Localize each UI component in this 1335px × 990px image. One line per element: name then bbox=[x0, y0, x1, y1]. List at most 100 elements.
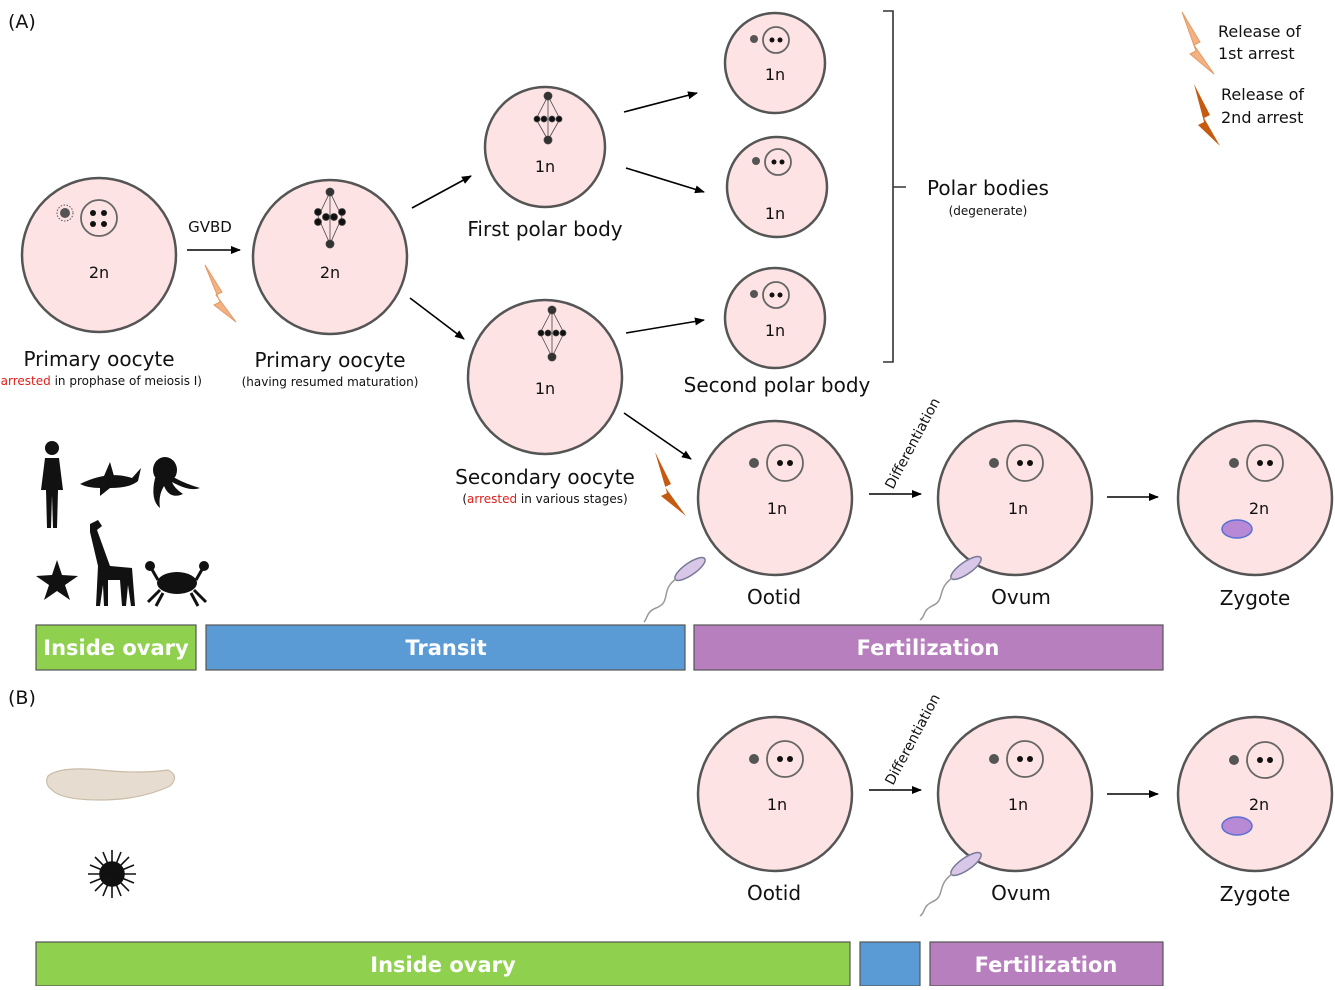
zygote-a: 2n bbox=[1176, 419, 1334, 577]
secondary-oocyte: 1n bbox=[466, 298, 624, 456]
second-arrest-release-bolt-icon bbox=[655, 452, 686, 516]
polar-bodies-sublabel: (degenerate) bbox=[949, 204, 1028, 218]
centrosome-icon bbox=[1229, 755, 1239, 765]
ploidy-label: 1n bbox=[765, 204, 785, 223]
crab-icon bbox=[145, 561, 209, 607]
primary-oocyte-sublabel: (arrested in prophase of meiosis I) bbox=[0, 374, 202, 388]
ploidy-label: 1n bbox=[765, 65, 785, 84]
ploidy-label: 1n bbox=[535, 157, 555, 176]
ploidy-label: 2n bbox=[1249, 795, 1269, 814]
centrosome-icon bbox=[750, 290, 758, 298]
centrosome-icon bbox=[989, 754, 999, 764]
bar-transit-a-label: Transit bbox=[405, 636, 486, 660]
ovum-a: 1n bbox=[936, 419, 1094, 577]
giraffe-icon bbox=[90, 520, 135, 606]
ovum-b: 1n bbox=[936, 715, 1094, 873]
secondary-oocyte-label: Secondary oocyte bbox=[455, 465, 635, 489]
zygote-b-label: Zygote bbox=[1220, 882, 1291, 906]
zygote-nucleus bbox=[1221, 816, 1253, 836]
sea-urchin-icon bbox=[88, 850, 136, 898]
bar-transit-a bbox=[205, 624, 686, 671]
centrosome-icon bbox=[749, 458, 759, 468]
zygote-label: Zygote bbox=[1220, 586, 1291, 610]
legend-light-bolt-icon bbox=[1181, 11, 1215, 75]
bar-fertilization-a bbox=[693, 624, 1164, 671]
panel-a-label: (A) bbox=[8, 11, 36, 33]
polar-bodies-label: Polar bodies bbox=[927, 176, 1049, 200]
arrow-to-first-polar bbox=[411, 175, 472, 209]
ootid-a: 1n bbox=[696, 419, 854, 577]
ploidy-label: 1n bbox=[1008, 499, 1028, 518]
legend: Release of 1st arrest Release of 2nd arr… bbox=[1181, 11, 1304, 146]
sea-cucumber-icon bbox=[46, 768, 176, 801]
polar-bodies-bracket bbox=[883, 10, 906, 363]
stage-bars-a: Inside ovary Transit Fertilization bbox=[35, 624, 1164, 671]
ootid-label: Ootid bbox=[747, 585, 801, 609]
bar-inside-ovary-a-label: Inside ovary bbox=[43, 636, 189, 660]
arrow-to-secondary bbox=[409, 297, 465, 340]
bar-inside-ovary-a bbox=[35, 624, 197, 671]
arrow-to-polar-1 bbox=[623, 91, 698, 113]
legend-first-line-2: 1st arrest bbox=[1218, 44, 1295, 63]
ovum-b-label: Ovum bbox=[991, 881, 1051, 905]
gvbd-label: GVBD bbox=[188, 218, 232, 236]
differentiation-label-b: Differentiation bbox=[882, 692, 943, 788]
legend-second-line-2: 2nd arrest bbox=[1221, 108, 1303, 127]
centrosome-icon bbox=[989, 458, 999, 468]
centrosome-icon bbox=[1229, 458, 1239, 468]
centrosome-icon bbox=[749, 754, 759, 764]
human-icon bbox=[41, 441, 63, 528]
arrow-to-polar-2 bbox=[625, 167, 705, 194]
spindle-icon bbox=[533, 91, 563, 145]
bar-fertilization-b-label: Fertilization bbox=[975, 953, 1118, 977]
bar-transit-b bbox=[859, 941, 921, 987]
starfish-icon bbox=[36, 560, 78, 600]
arrow-to-polar-3 bbox=[625, 317, 705, 334]
ploidy-label: 1n bbox=[1008, 795, 1028, 814]
spindle-icon bbox=[537, 305, 567, 362]
polar-body-1: 1n bbox=[723, 11, 827, 115]
differentiation-label-a: Differentiation bbox=[882, 396, 943, 492]
arrow-to-ootid bbox=[623, 412, 692, 460]
polar-body-2: 1n bbox=[725, 135, 829, 239]
ploidy-label: 2n bbox=[89, 263, 109, 282]
ploidy-label: 1n bbox=[535, 379, 555, 398]
centrosome-icon bbox=[752, 157, 760, 165]
ootid-b: 1n bbox=[696, 715, 854, 873]
legend-second-line-1: Release of bbox=[1221, 85, 1304, 104]
bar-inside-ovary-b-label: Inside ovary bbox=[370, 953, 516, 977]
first-polar-body: 1n bbox=[483, 85, 607, 209]
first-arrest-release-bolt-icon bbox=[204, 264, 237, 323]
primary-oocyte-arrested: 2n bbox=[20, 176, 178, 334]
first-polar-body-label: First polar body bbox=[467, 217, 622, 241]
stage-bars-b: Inside ovary Fertilization bbox=[35, 941, 1164, 987]
secondary-oocyte-sublabel: (arrested in various stages) bbox=[462, 492, 627, 506]
zygote-nucleus bbox=[1221, 519, 1253, 539]
sperm-icon bbox=[919, 851, 982, 917]
centrosome-icon bbox=[750, 35, 758, 43]
spindle-icon bbox=[314, 187, 346, 249]
primary-oocyte-label: Primary oocyte bbox=[23, 347, 174, 371]
centrosome-icon bbox=[56, 204, 74, 222]
octopus-icon bbox=[153, 457, 200, 508]
primary-oocyte-2-sublabel: (having resumed maturation) bbox=[242, 375, 419, 389]
ovum-label: Ovum bbox=[991, 585, 1051, 609]
animal-silhouettes-a bbox=[36, 441, 209, 607]
ploidy-label: 2n bbox=[1249, 499, 1269, 518]
panel-b-label: (B) bbox=[8, 687, 36, 709]
zygote-b: 2n bbox=[1176, 715, 1334, 873]
ploidy-label: 1n bbox=[765, 321, 785, 340]
polar-body-3: 1n bbox=[723, 266, 827, 370]
ploidy-label: 1n bbox=[767, 499, 787, 518]
shark-icon bbox=[80, 462, 141, 496]
ploidy-label: 2n bbox=[320, 263, 340, 282]
primary-oocyte-resumed: 2n bbox=[251, 178, 409, 336]
legend-first-line-1: Release of bbox=[1218, 22, 1301, 41]
second-polar-body-label: Second polar body bbox=[684, 373, 871, 397]
ootid-b-label: Ootid bbox=[747, 881, 801, 905]
sperm-icon bbox=[919, 555, 982, 621]
bar-fertilization-a-label: Fertilization bbox=[857, 636, 1000, 660]
primary-oocyte-2-label: Primary oocyte bbox=[254, 348, 405, 372]
